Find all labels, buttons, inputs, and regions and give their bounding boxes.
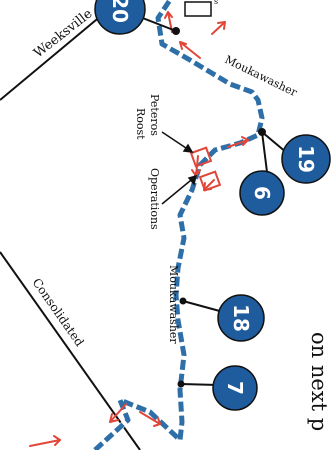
label-moukawasher-top: Moukawasher <box>223 53 300 99</box>
place-pointers <box>161 131 198 205</box>
top-structure <box>184 1 212 17</box>
svg-text:18: 18 <box>229 304 253 332</box>
svg-text:19: 19 <box>294 145 318 173</box>
waypoint-marker-19: 19 <box>281 134 331 184</box>
svg-text:20: 20 <box>108 0 132 23</box>
waypoint-marker-6: 6 <box>239 170 285 216</box>
waypoint-marker-20: 20 <box>94 0 146 35</box>
consolidated-label: Consolidated <box>30 276 87 350</box>
weeksville-label: Weeksville <box>31 6 95 61</box>
top-structure-letter: s <box>214 0 218 6</box>
label-moukawasher-side: Moukawasher <box>167 265 180 344</box>
consolidated-line <box>0 251 141 450</box>
svg-text:7: 7 <box>223 381 247 395</box>
waypoint-marker-18: 18 <box>217 294 265 342</box>
svg-text:6: 6 <box>250 186 274 200</box>
waypoint-marker-7: 7 <box>212 365 258 411</box>
label-peteros: Peteros <box>148 94 161 136</box>
label-operations: Operations <box>148 168 161 230</box>
trail-route <box>92 0 265 450</box>
continuation-note: on next p <box>307 332 331 431</box>
label-roost: Roost <box>134 108 147 140</box>
shelter-structures <box>189 146 222 192</box>
